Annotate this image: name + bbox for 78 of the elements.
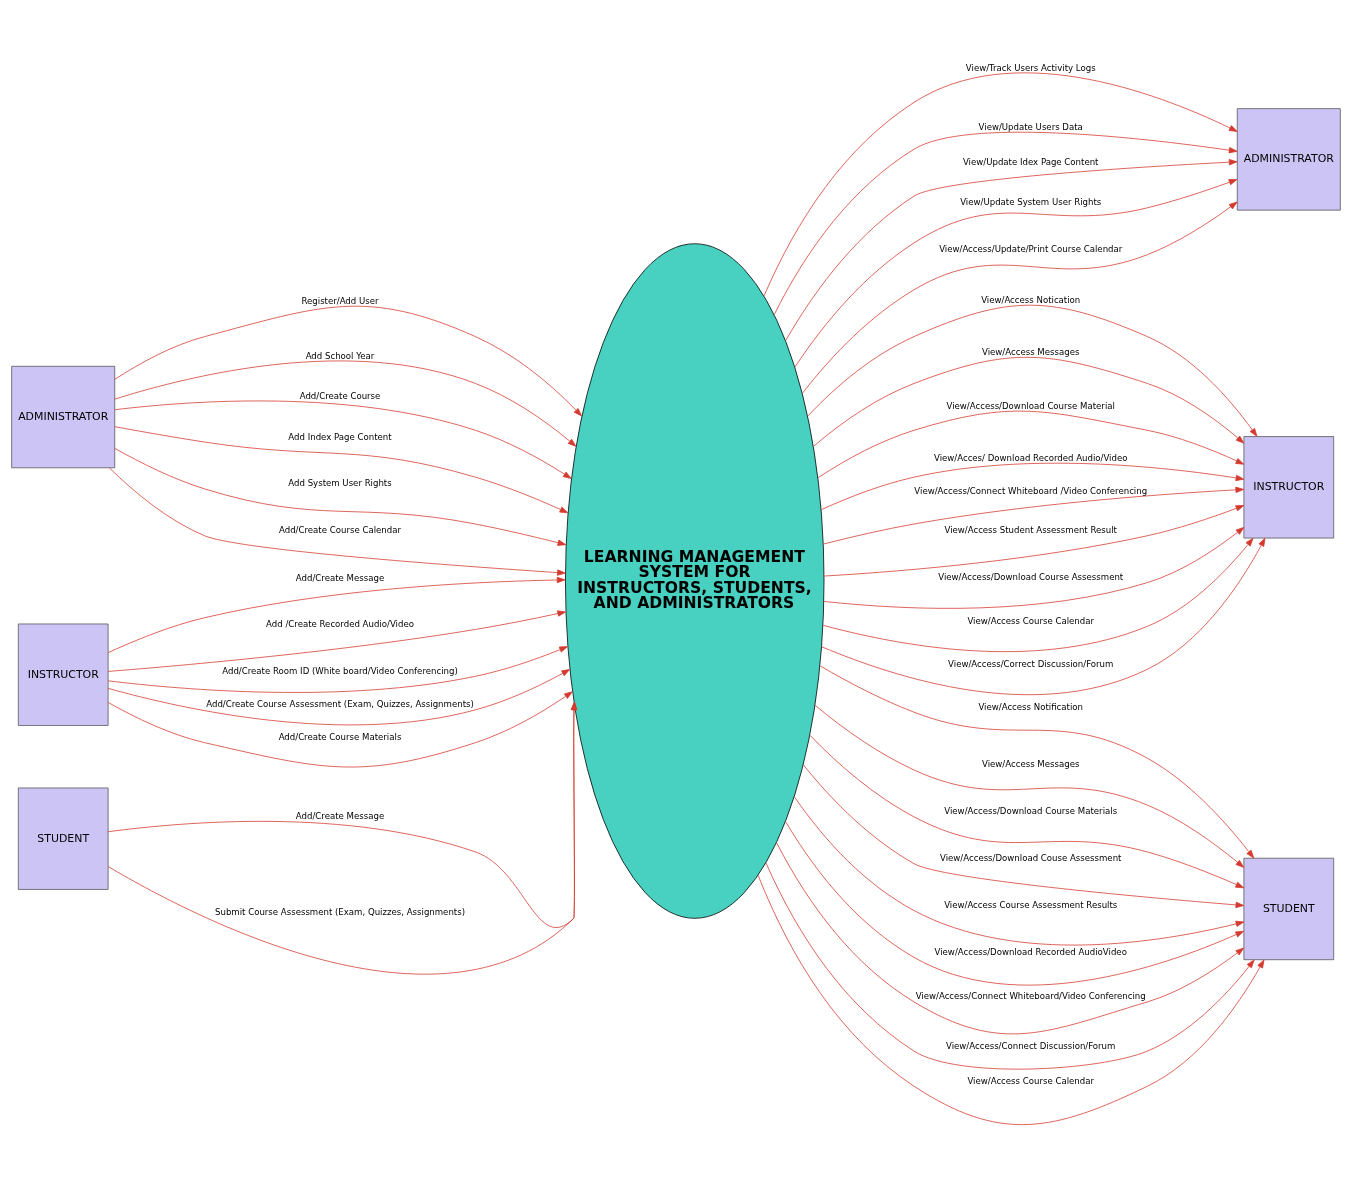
arrow [107, 668, 571, 725]
edge-label: Add School Year [305, 350, 375, 361]
arrow [814, 704, 1245, 868]
node-box: INSTRUCTOR [17, 623, 109, 726]
arrow [114, 425, 569, 513]
edge-label: View/Access Course Assessment Results [944, 899, 1118, 910]
arrow [776, 841, 1245, 1034]
edge-label: View/Access/Correct Discussion/Forum [948, 658, 1114, 669]
arrow [107, 690, 573, 767]
arrow [823, 504, 1245, 576]
edge-label: Add/Create Course Assessment (Exam, Quizzes, Assignments) [206, 698, 474, 709]
arrow [107, 610, 566, 672]
edge-label: View/Access/Download Couse Assessment [939, 852, 1122, 863]
edge-label: View/Acces/ Download Recorded Audio/Video [933, 452, 1128, 463]
arrow [819, 665, 1255, 858]
arrow [107, 645, 568, 693]
edge-label: Submit Course Assessment (Exam, Quizzes, Assignments) [215, 906, 466, 917]
edge-label: Add/Create Message [295, 572, 385, 583]
arrow [807, 304, 1258, 437]
arrow [817, 410, 1245, 478]
edge-label: View/Access/Download Recorded AudioVideo [934, 946, 1127, 957]
edge-label: View/Access Messages [982, 758, 1080, 769]
edge-label: View/Update Idex Page Content [962, 156, 1099, 167]
arrow [114, 305, 582, 416]
edge-label: Add/Create Course [299, 390, 381, 401]
edge-label: Add System User Rights [288, 477, 392, 488]
arrow [801, 201, 1238, 394]
edge-label: View/Access/Download Course Assessment [938, 571, 1124, 582]
arrow [107, 701, 578, 928]
edge-label: Add/Create Message [295, 810, 385, 821]
edge-label: Register/Add User [301, 295, 379, 306]
edge-label: Add Index Page Content [288, 431, 392, 442]
edge-label: View/Track Users Activity Logs [965, 62, 1096, 73]
arrow [822, 537, 1254, 652]
arrow [773, 131, 1238, 315]
arrow [794, 795, 1245, 945]
arrow [757, 874, 1265, 1125]
node-box: INSTRUCTOR [1243, 435, 1335, 538]
node-box: STUDENT [17, 787, 109, 890]
edge-label: Add/Create Course Materials [278, 731, 402, 742]
edge-label: View/Access Messages [982, 346, 1080, 357]
arrow [809, 734, 1245, 888]
edge-label: Add /Create Recorded Audio/Video [266, 618, 414, 629]
arrow [763, 71, 1238, 296]
arrow [114, 400, 572, 479]
arrow [114, 360, 577, 447]
arrow [108, 576, 566, 653]
arrow [108, 467, 566, 576]
edge-label: View/Access/Connect Whiteboard/Video Conferencing [915, 990, 1146, 1001]
edge-label: View/Access Notication [981, 294, 1081, 305]
edge-label: Add/Create Course Calendar [279, 524, 402, 535]
node-box: ADMINISTRATOR [1236, 107, 1341, 211]
edge-label: View/Access/Download Course Material [946, 400, 1115, 411]
edge-label: View/Access/Connect Discussion/Forum [946, 1040, 1116, 1051]
edge-label: View/Access/Connect Whiteboard /Video Conferencing [914, 485, 1148, 496]
edge-label: View/Update System User Rights [960, 196, 1102, 207]
arrow [114, 447, 567, 546]
edge-label: Add/Create Room ID (White board/Video Conferencing) [222, 665, 458, 676]
arrow [821, 537, 1266, 695]
edge-label: View/Access Course Calendar [967, 615, 1095, 626]
arrow [785, 820, 1245, 985]
edge-label: View/Update Users Data [978, 121, 1083, 132]
arrow [823, 486, 1245, 544]
arrow [823, 526, 1245, 609]
arrow [821, 462, 1245, 510]
edge-label: View/Access/Download Course Materials [944, 805, 1118, 816]
edge-label: View/Access Student Assessment Result [944, 524, 1117, 535]
edge-label: View/Access Course Calendar [967, 1075, 1095, 1086]
arrow [813, 356, 1245, 447]
arrow [802, 763, 1245, 908]
arrow [785, 158, 1238, 341]
arrow [765, 862, 1255, 1069]
arrow [794, 178, 1238, 367]
edge-label: View/Access/Update/Print Course Calendar [939, 243, 1123, 254]
edge-label: View/Access Notification [978, 701, 1084, 712]
node-box: STUDENT [1243, 857, 1335, 960]
arrow [107, 701, 578, 974]
node-box: ADMINISTRATOR [11, 365, 116, 468]
